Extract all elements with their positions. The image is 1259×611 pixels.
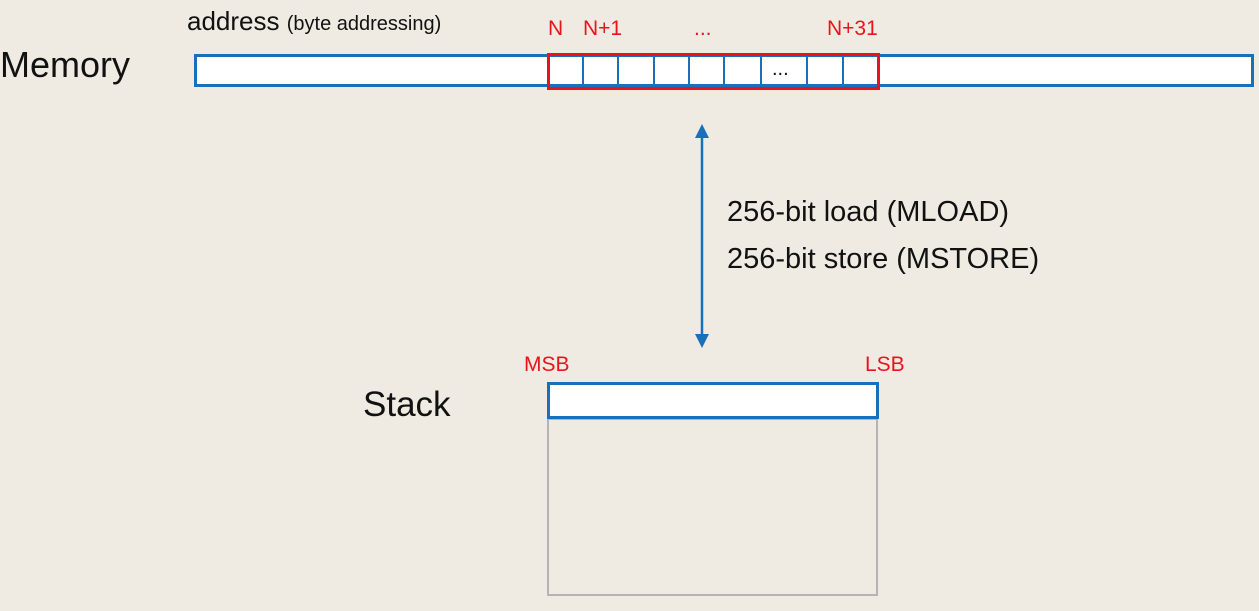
- memory-cell-divider: [842, 56, 844, 86]
- double-arrow-icon: [695, 124, 709, 348]
- memory-cell-ellipsis: ...: [772, 58, 789, 80]
- memory-cell-divider: [653, 56, 655, 86]
- memory-cell-divider: [582, 56, 584, 86]
- lsb-label: LSB: [865, 353, 905, 376]
- memory-word-highlight: [547, 53, 880, 90]
- index-n-plus-1: N+1: [583, 17, 623, 40]
- msb-label: MSB: [524, 353, 570, 376]
- stack-label: Stack: [363, 385, 451, 424]
- memory-label: Memory: [0, 44, 131, 85]
- memory-cell-divider: [688, 56, 690, 86]
- index-n: N: [548, 17, 564, 40]
- memory-cell-divider: [760, 56, 762, 86]
- memory-cell-divider: [617, 56, 619, 86]
- stack-top-slot: [547, 382, 879, 419]
- memory-cell-divider: [806, 56, 808, 86]
- address-label: address (byte addressing): [187, 6, 441, 37]
- address-note: (byte addressing): [286, 13, 442, 35]
- store-operation-text: 256-bit store (MSTORE): [727, 243, 1040, 275]
- load-operation-text: 256-bit load (MLOAD): [727, 196, 1010, 228]
- index-n-plus-31: N+31: [827, 17, 878, 40]
- index-ellipsis: ...: [694, 17, 712, 40]
- stack-body: [547, 418, 878, 596]
- address-label-text: address: [187, 6, 280, 36]
- memory-cell-divider: [723, 56, 725, 86]
